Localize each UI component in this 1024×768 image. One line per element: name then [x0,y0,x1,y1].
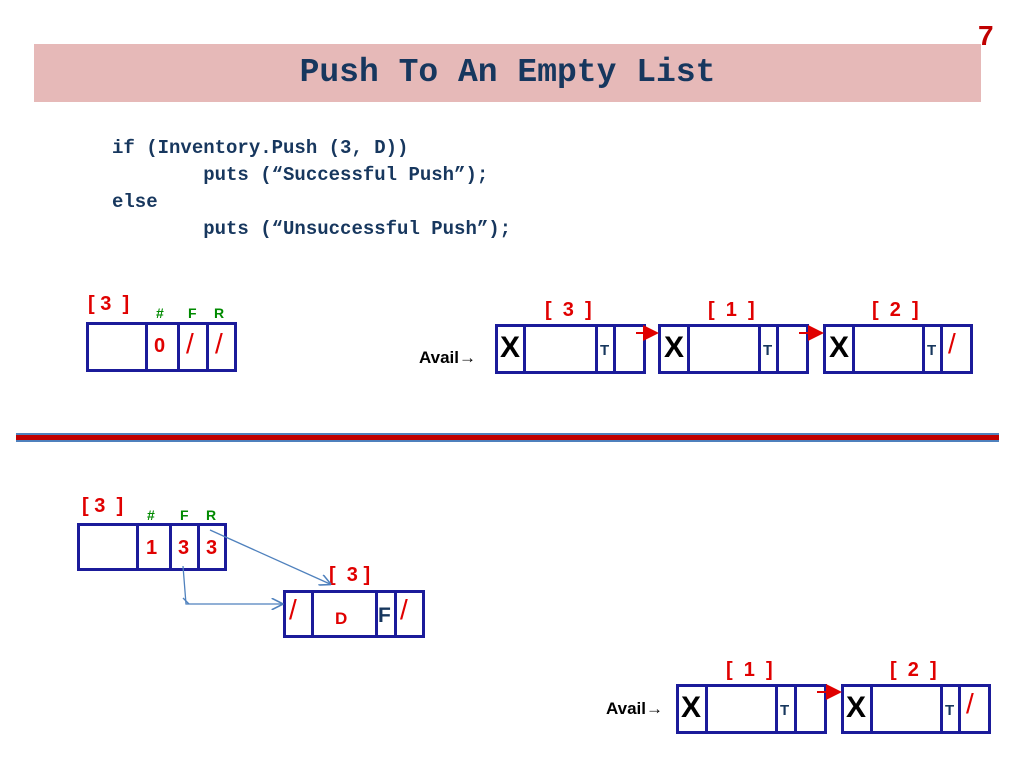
header-index-label: [ 3 ] [88,293,130,315]
header-count-value: 1 [146,537,158,559]
rear-pointer-arrow [209,529,330,584]
cell-divider [206,322,209,372]
front-pointer-arrow [182,565,282,604]
header-count-value: 0 [154,335,166,357]
node-tag: T [945,702,955,719]
cell-divider [775,684,778,734]
cell-divider [794,684,797,734]
cell-divider [852,324,855,374]
title-bar: Push To An Empty List [34,44,981,102]
node-index-label: [ 1 ] [708,299,755,321]
cell-divider [613,324,616,374]
header-rear-value: / [215,328,223,359]
node-tag: T [600,342,610,359]
avail-node [841,684,991,734]
cell-divider [177,322,180,372]
code-line: else [112,191,158,213]
cell-divider [776,324,779,374]
node-data: X [681,691,702,724]
node-data: X [846,691,867,724]
header-col-front: F [188,305,197,321]
node-tag: F [378,604,391,627]
cell-divider [375,590,378,638]
avail-node [823,324,973,374]
avail-node [676,684,827,734]
avail-node [495,324,646,374]
cell-divider [705,684,708,734]
header-index-label: [ 3 ] [82,495,124,517]
slide-number: 7 [978,20,994,51]
header-record [77,523,227,571]
node-back-link: / [289,594,297,625]
cell-divider [922,324,925,374]
cell-divider [870,684,873,734]
cell-divider [136,523,139,571]
code-line: if (Inventory.Push (3, D)) [112,137,409,159]
cell-divider [311,590,314,638]
node-index-label: [ 3 ] [545,299,592,321]
cell-divider [958,684,961,734]
header-col-front: F [180,507,189,523]
node-data: X [500,331,521,364]
header-front-value: / [186,328,194,359]
header-col-count: # [156,305,164,321]
cell-divider [394,590,397,638]
node-tag: T [780,702,790,719]
header-col-count: # [147,507,155,523]
header-col-rear: R [206,507,217,523]
cell-divider [169,523,172,571]
cell-divider [940,684,943,734]
cell-divider [940,324,943,374]
header-front-value: 3 [178,537,190,559]
cell-divider [145,322,148,372]
node-null-link: / [966,688,974,719]
avail-label: Avail→ [419,348,477,367]
node-tag: T [927,342,937,359]
cell-divider [197,523,200,571]
node-data: D [335,609,348,628]
cell-divider [523,324,526,374]
page-title: Push To An Empty List [299,54,716,91]
code-block: if (Inventory.Push (3, D)) puts (“Succes… [112,135,511,243]
header-rear-value: 3 [206,537,218,559]
code-line: puts (“Successful Push”); [112,164,489,186]
avail-node [658,324,809,374]
cell-divider [595,324,598,374]
node-null-link: / [400,594,408,625]
node-tag: T [763,342,773,359]
header-record [86,322,237,372]
node-data: X [664,331,685,364]
list-node [283,590,425,638]
node-data: X [829,331,850,364]
avail-label: Avail→ [606,699,664,718]
node-index-label: [ 1 ] [726,659,773,681]
node-index-label: [ 2 ] [872,299,919,321]
code-line: puts (“Unsuccessful Push”); [112,218,512,240]
front-pointer-tick [182,597,190,605]
header-col-rear: R [214,305,225,321]
node-null-link: / [948,328,956,359]
section-divider [16,433,999,442]
cell-divider [687,324,690,374]
cell-divider [758,324,761,374]
node-index-label: [ 2 ] [890,659,937,681]
